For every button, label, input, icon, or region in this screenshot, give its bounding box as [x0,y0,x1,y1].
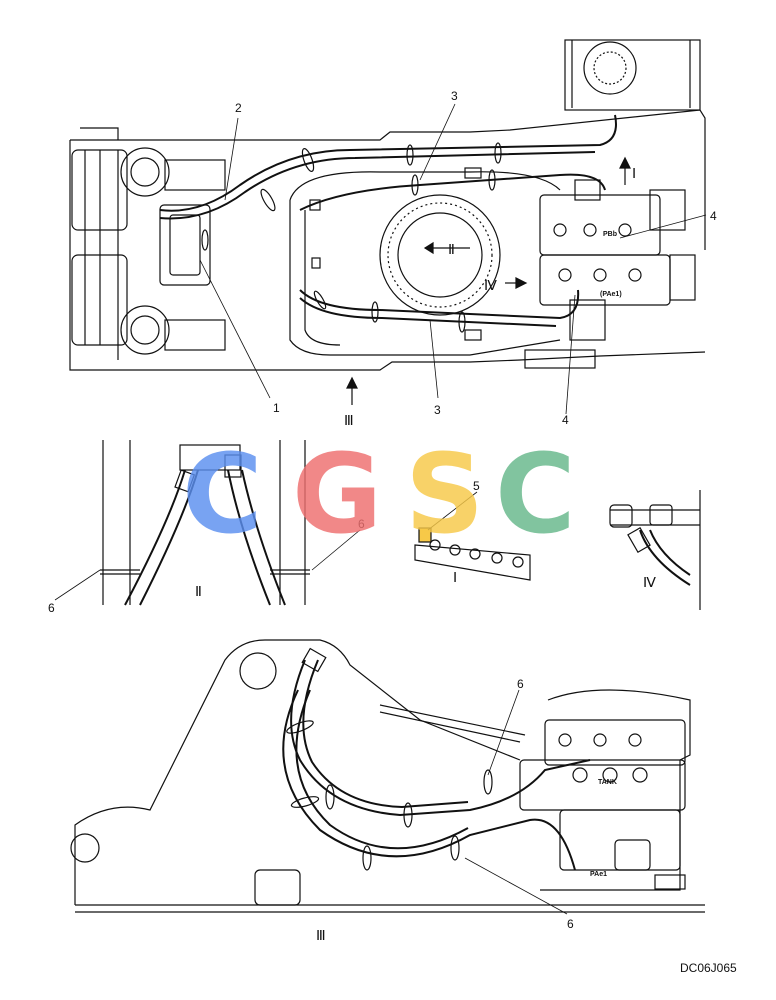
label-1: 1 [273,401,280,415]
watermark-logo: C G S C [182,430,576,558]
view-caption-iii: Ⅲ [316,929,326,944]
label-5: 5 [473,479,480,493]
detail-view-i [414,491,531,581]
view-marker-iv-arrow: Ⅳ [484,279,497,294]
view-marker-ii-arrow: Ⅱ [448,243,455,258]
label-6-detail-ii-left: 6 [48,601,55,615]
label-4-bottom: 4 [562,413,569,427]
view-caption-ii: Ⅱ [195,585,202,600]
label-6-view-iii-top: 6 [517,677,524,691]
label-3-top: 3 [451,89,458,103]
label-4-top: 4 [710,209,717,223]
detail-view-iv [609,490,701,610]
port-pbb: PBb [603,231,617,238]
port-pae1-top: (PAe1) [600,291,622,298]
view-caption-i: Ⅰ [453,571,457,586]
bottom-view-iii [70,639,705,915]
view-caption-iv: Ⅳ [643,576,656,591]
label-2: 2 [235,101,242,115]
label-6-view-iii-bottom: 6 [567,917,574,931]
label-6-detail-ii-right: 6 [358,517,365,531]
watermark-letter-s: S [405,430,484,558]
view-marker-i-arrow: Ⅰ [632,167,636,182]
view-marker-iii-arrow: Ⅲ [344,414,354,429]
label-3-bottom: 3 [434,403,441,417]
detail-view-ii [54,440,361,606]
drawing-code: DC06J065 [680,961,737,975]
watermark-letter-g: G [292,430,382,558]
port-pae1-bottom: PAe1 [590,871,607,878]
port-tank: TANK [598,779,617,786]
watermark-letter-c1: C [182,430,263,558]
top-view [69,39,707,415]
watermark-letter-c2: C [495,430,576,558]
